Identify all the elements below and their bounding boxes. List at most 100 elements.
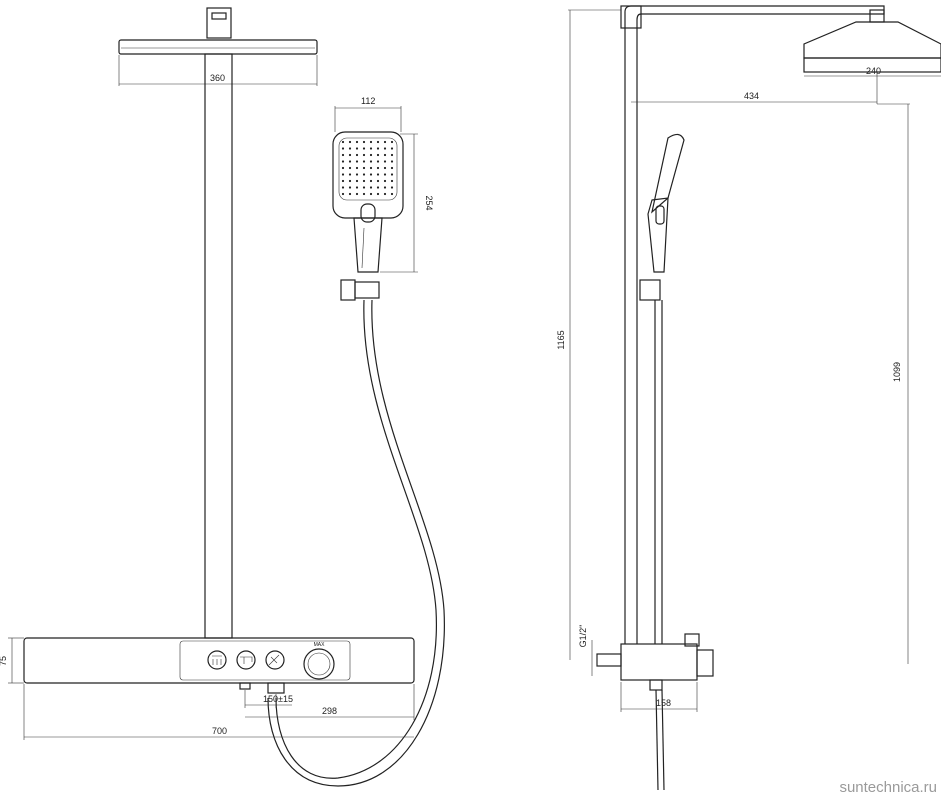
nozzle-dot — [383, 179, 387, 183]
nozzle-dot — [369, 153, 373, 157]
handle-highlight — [361, 227, 365, 269]
dim-thread: G1/2" — [578, 625, 588, 648]
nozzle-dot — [355, 179, 359, 183]
nozzle-dot — [369, 166, 373, 170]
nozzle-dot — [369, 147, 373, 150]
side-hose-drop-outer — [661, 689, 665, 791]
front-view: 360 112 254 — [0, 7, 445, 787]
rain-shower-plate — [118, 39, 318, 55]
dim-panel-width: 700 — [212, 726, 227, 736]
riser-pipe — [204, 53, 233, 639]
nozzle-dot — [383, 186, 387, 189]
nozzle-dot — [369, 179, 373, 183]
thermostat-panel — [23, 637, 415, 684]
nozzle-dot — [362, 166, 366, 170]
nozzle-dot — [376, 179, 380, 183]
nozzle-dot — [390, 192, 394, 196]
nozzle-dot — [369, 192, 373, 196]
nozzle-dot — [355, 186, 359, 189]
nozzle-dot — [376, 186, 380, 189]
side-shower-head — [803, 21, 941, 59]
holder-clip — [354, 281, 380, 299]
nozzle-dot — [390, 186, 394, 189]
front-hand-shower: 112 254 — [332, 96, 434, 301]
nozzle-dot — [348, 166, 352, 170]
dim-panel-height: 75 — [0, 656, 8, 666]
side-shower-plate — [803, 57, 941, 73]
nozzle-dot — [390, 160, 394, 163]
connector-nut — [211, 12, 227, 20]
nozzle-dot — [341, 160, 345, 163]
front-control-panel: MAX 75 150±15 298 700 — [0, 637, 415, 740]
side-hand-button — [655, 205, 665, 225]
dim-offset: 298 — [322, 706, 337, 716]
dim-hand-height: 254 — [424, 195, 434, 210]
nozzle-dot — [362, 179, 366, 183]
shower-hose — [275, 299, 438, 779]
nozzle-dot — [369, 160, 373, 163]
side-thermostat-body — [620, 643, 698, 681]
overhead-shower-icon — [212, 655, 222, 665]
dim-side-head-width: 240 — [866, 66, 881, 76]
nozzle-dot — [355, 160, 359, 163]
nozzle-dot — [376, 153, 380, 157]
nozzle-dot — [355, 147, 359, 150]
nozzle-dot — [355, 173, 359, 176]
nozzle-dot — [362, 192, 366, 196]
nozzle-dot — [348, 147, 352, 150]
side-shower-connector — [869, 9, 885, 23]
nozzle-dot — [376, 192, 380, 196]
dim-total-height: 1165 — [556, 330, 566, 349]
side-holder — [639, 279, 661, 301]
nozzle-dot — [383, 173, 387, 176]
button-overhead-shower — [207, 650, 227, 670]
arm-elbow — [620, 5, 642, 29]
nozzle-dot — [383, 160, 387, 163]
side-button-cap — [684, 633, 700, 647]
nozzle-dot — [362, 186, 366, 189]
dim-outlet-spacing: 150±15 — [263, 694, 293, 704]
control-zone — [179, 640, 351, 681]
nozzle-dot — [383, 140, 387, 144]
holder-bracket — [340, 279, 356, 301]
dim-hand-width: 112 — [361, 96, 375, 106]
dial-inner-ring — [307, 652, 331, 676]
nozzle-dot — [362, 160, 366, 163]
shower-hose-outer — [267, 299, 445, 787]
nozzle-dot — [390, 173, 394, 176]
nozzle-dot — [376, 147, 380, 150]
nozzle-dot — [362, 153, 366, 157]
nozzle-dot — [355, 153, 359, 157]
spout-icon — [240, 656, 253, 664]
hand-shower-icon — [268, 654, 280, 666]
nozzle-dot — [348, 179, 352, 183]
button-hand-shower — [265, 650, 285, 670]
nozzle-dot — [355, 140, 359, 144]
nozzle-dot — [376, 166, 380, 170]
button-spout — [236, 650, 256, 670]
nozzle-dot — [376, 160, 380, 163]
dim-head-height: 1099 — [892, 362, 902, 382]
nozzle-dot — [390, 140, 394, 144]
nozzle-dot — [348, 153, 352, 157]
nozzle-dot — [390, 166, 394, 170]
hand-shower-face — [338, 137, 398, 201]
hand-shower-handle — [353, 217, 383, 273]
nozzle-dot — [341, 173, 345, 176]
spray-mode-button — [360, 203, 376, 223]
nozzle-dot — [348, 160, 352, 163]
nozzle-dot — [348, 173, 352, 176]
nozzle-dot — [362, 147, 366, 150]
nozzle-dot — [362, 173, 366, 176]
nozzle-dot — [341, 186, 345, 189]
side-hose-drop — [655, 689, 659, 791]
nozzle-grid — [341, 140, 394, 196]
side-view: 240 434 1165 1099 G1/2" — [556, 5, 941, 791]
dial-label: MAX — [314, 642, 326, 648]
dim-head-width: 360 — [210, 73, 225, 83]
nozzle-dot — [383, 153, 387, 157]
nozzle-dot — [341, 166, 345, 170]
nozzle-dot — [341, 140, 345, 144]
side-hand-head — [651, 133, 685, 214]
